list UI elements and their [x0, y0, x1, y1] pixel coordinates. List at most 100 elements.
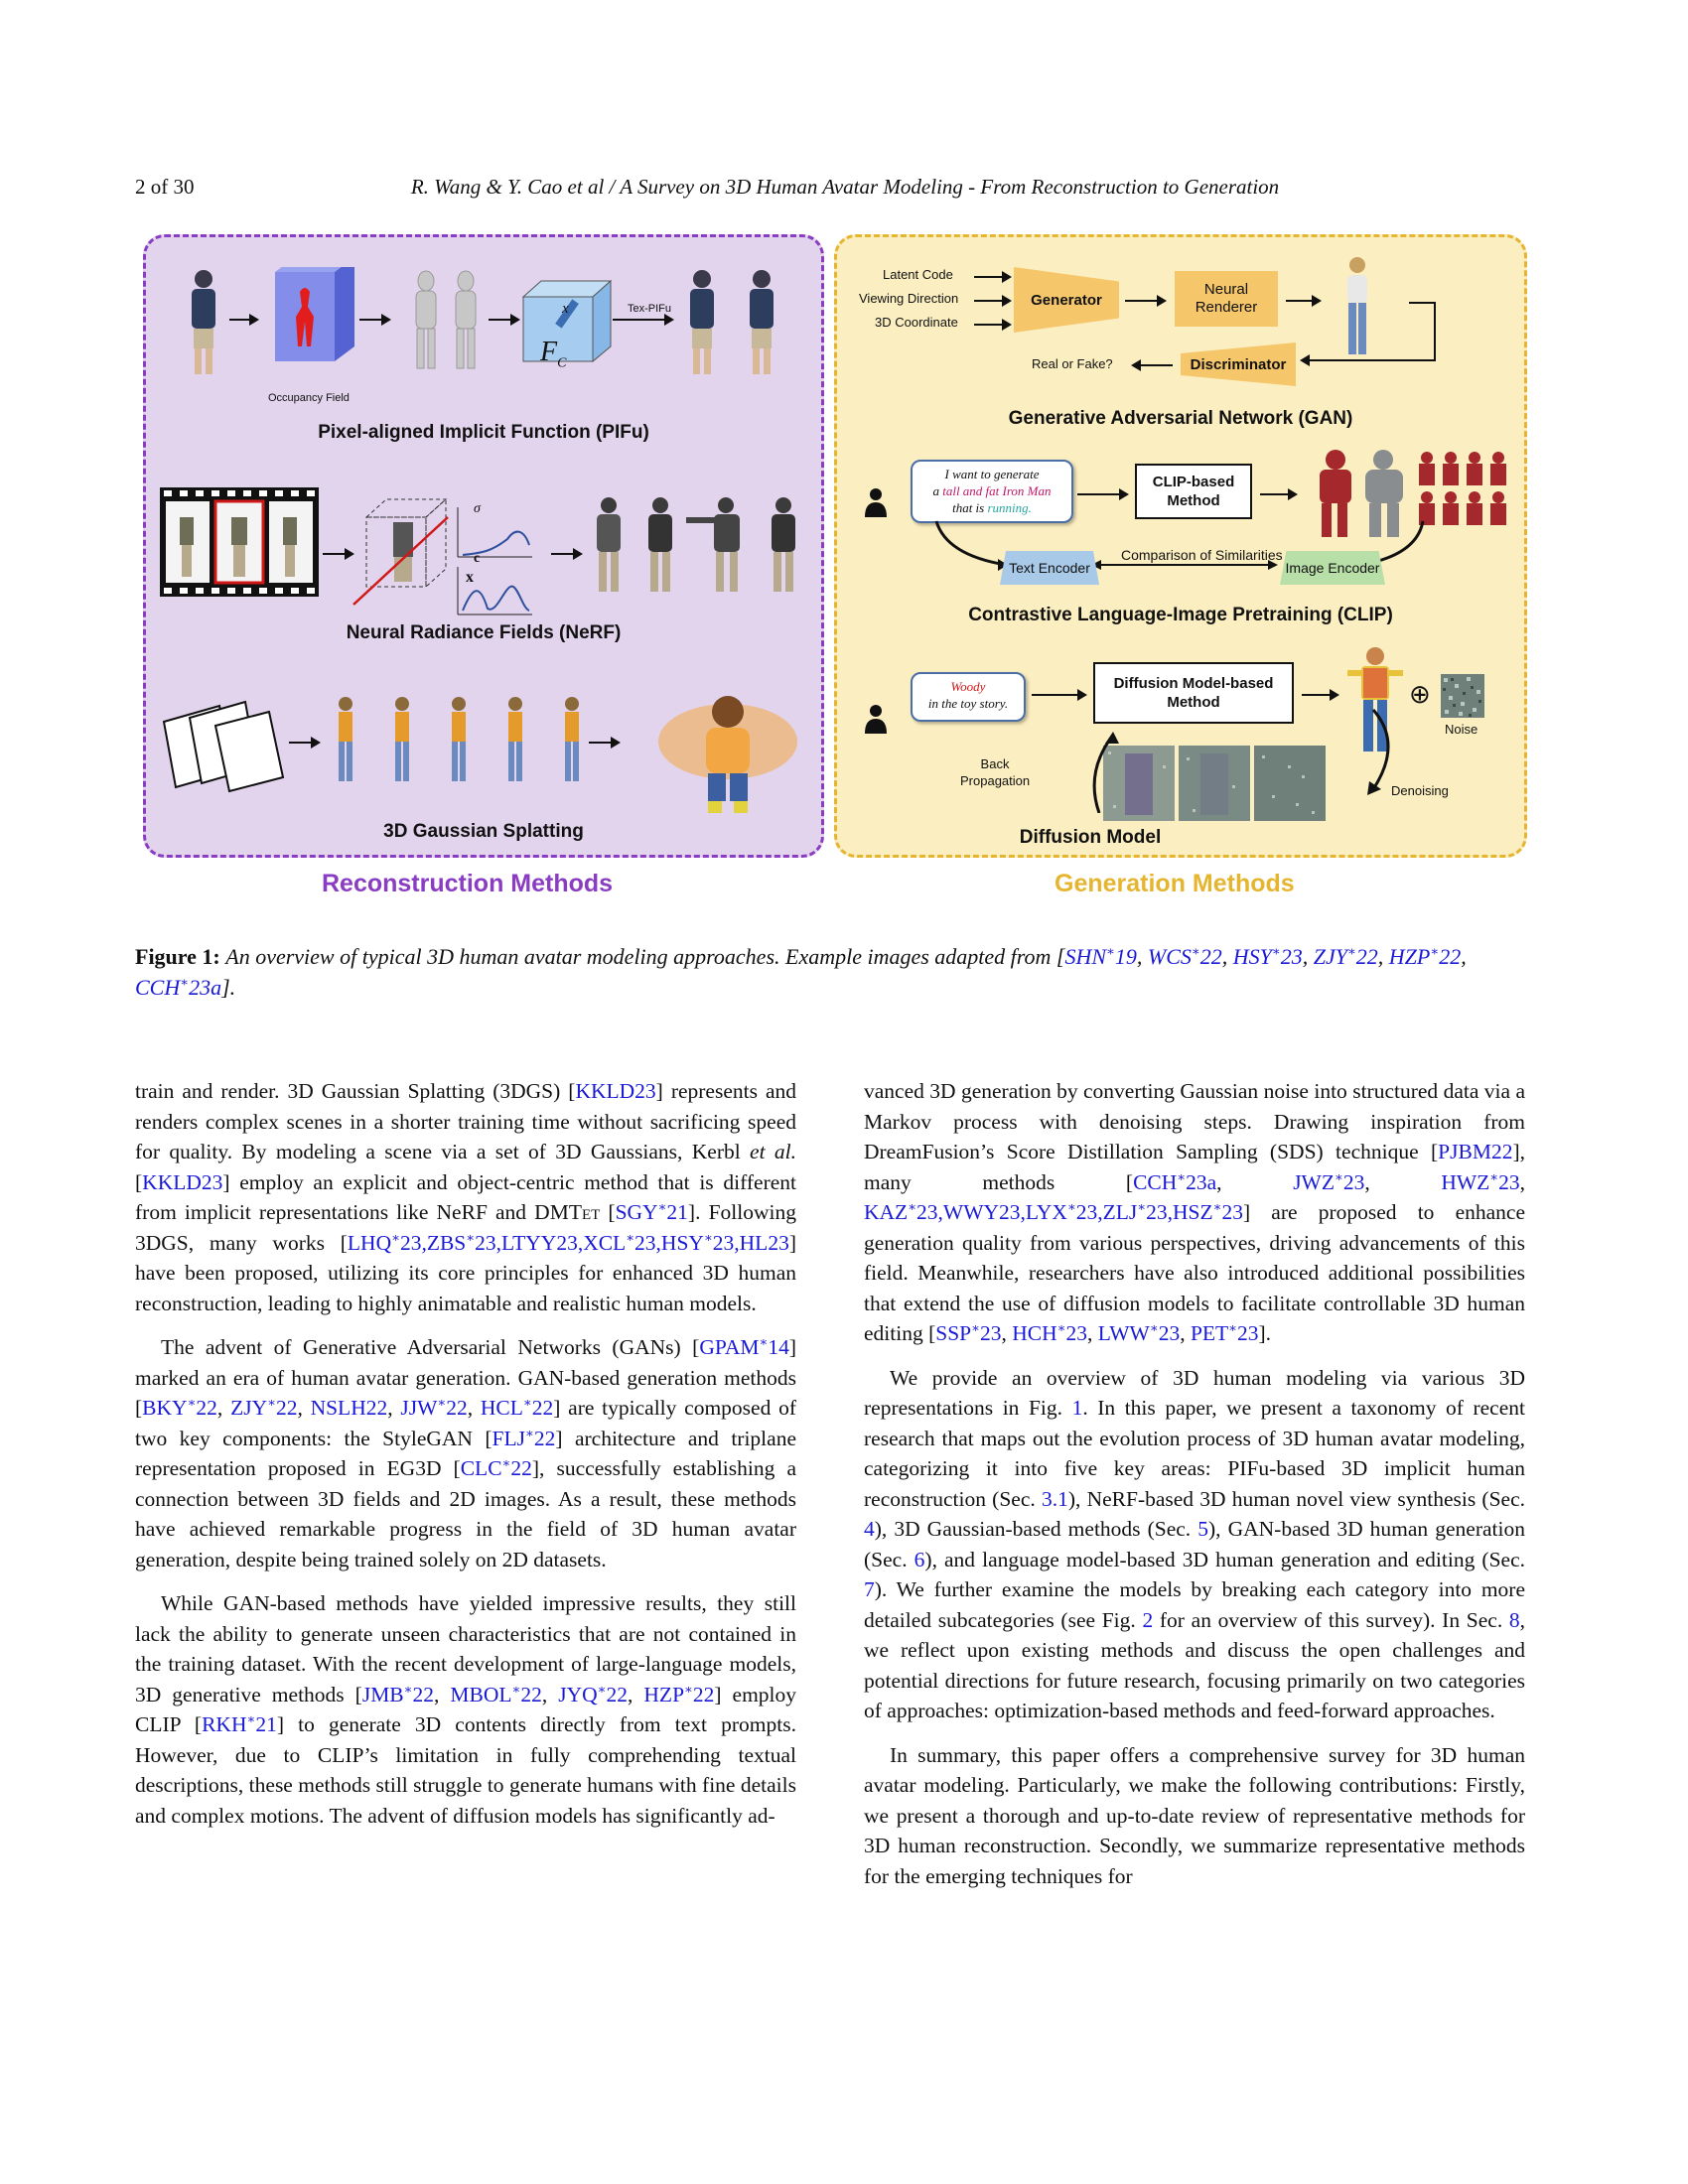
citation-link[interactable]: HZP∗22 — [1388, 943, 1462, 969]
arrow — [1260, 488, 1298, 500]
gan-output-person — [1347, 257, 1367, 354]
arrow — [1032, 689, 1087, 701]
text-encoder: Text Encoder — [1000, 551, 1099, 585]
occupancy-label: Occupancy Field — [268, 392, 350, 404]
citation-link[interactable]: KKLD23 — [575, 1079, 656, 1103]
citation-link[interactable]: CCH∗23a — [1133, 1168, 1217, 1194]
section-link[interactable]: 7 — [864, 1577, 875, 1601]
figure-caption: Figure 1: An overview of typical 3D huma… — [135, 943, 1467, 1000]
comparison-label: Comparison of Similarities — [1121, 547, 1283, 563]
denoising-label: Denoising — [1391, 783, 1449, 798]
citation-link[interactable]: SHN∗19 — [1064, 943, 1137, 969]
back-propagation-label: Back Propagation — [960, 756, 1031, 788]
noise-square — [1441, 674, 1484, 718]
figure-link[interactable]: 2 — [1142, 1607, 1154, 1632]
arrow — [613, 314, 674, 326]
pifu-illustration — [192, 267, 774, 374]
pifu-title: Pixel-aligned Implicit Function (PIFu) — [318, 422, 649, 443]
citation-link[interactable]: JYQ∗22 — [558, 1681, 629, 1706]
real-or-fake-label: Real or Fake? — [1032, 356, 1113, 371]
diffusion-prompt-bubble: Woody in the toy story. — [911, 672, 1026, 722]
noise-label: Noise — [1445, 722, 1478, 737]
arrow — [1302, 689, 1339, 701]
arrow — [974, 271, 1012, 283]
generation-label: Generation Methods — [1055, 870, 1295, 897]
right-column: vanced 3D generation by converting Gauss… — [864, 1076, 1525, 1905]
citation-link[interactable]: NSLH22 — [310, 1396, 388, 1420]
fc-label: FC — [540, 337, 567, 371]
left-column: train and render. 3D Gaussian Splatting … — [135, 1076, 796, 1844]
citation-link[interactable]: JWZ∗23 — [1293, 1168, 1365, 1194]
reconstruction-label: Reconstruction Methods — [322, 870, 614, 897]
citation-link[interactable]: SSP∗23 — [935, 1319, 1002, 1345]
section-link[interactable]: 4 — [864, 1517, 875, 1541]
citation-link[interactable]: WCS∗22 — [1147, 943, 1222, 969]
citation-link[interactable]: FLJ∗22 — [492, 1425, 556, 1450]
texpifu-label: Tex-PIFu — [628, 303, 672, 315]
neural-renderer-block: Neural Renderer — [1175, 271, 1278, 327]
oplus-symbol: ⊕ — [1409, 680, 1431, 710]
figure-1: Occupancy Field FC x Tex-PIFu Pixel-alig… — [143, 234, 1527, 897]
citation-link[interactable]: HCL∗22 — [480, 1394, 554, 1420]
image-encoder: Image Encoder — [1280, 551, 1385, 585]
3d-coordinate-label: 3D Coordinate — [875, 315, 958, 330]
citation-link[interactable]: ZJY∗22 — [230, 1394, 298, 1420]
arrow — [359, 314, 391, 326]
paragraph: The advent of Generative Adversarial Net… — [135, 1333, 797, 1571]
denoising-images — [1103, 746, 1326, 821]
diffusion-title: Diffusion Model — [1019, 827, 1162, 848]
user-icon — [865, 705, 887, 734]
latent-code-label: Latent Code — [883, 267, 953, 282]
citation-link[interactable]: HZP∗22 — [643, 1681, 715, 1706]
citation-link[interactable]: GPAM∗14 — [699, 1333, 789, 1359]
paragraph: train and render. 3D Gaussian Splatting … — [135, 1079, 797, 1315]
citation-link[interactable]: HWZ∗23 — [1441, 1168, 1520, 1194]
citation-link[interactable]: HCH∗23 — [1012, 1319, 1087, 1345]
gs-title: 3D Gaussian Splatting — [383, 821, 584, 842]
nerf-x: x — [466, 569, 474, 586]
running-title: R. Wang & Y. Cao et al / A Survey on 3D … — [410, 175, 1280, 199]
citation-link[interactable]: SGY∗21 — [615, 1198, 688, 1224]
gan-title: Generative Adversarial Network (GAN) — [1008, 408, 1353, 429]
arrow — [323, 548, 354, 560]
citation-link[interactable]: CLC∗22 — [460, 1454, 532, 1480]
citation-link[interactable]: LWW∗23 — [1097, 1319, 1181, 1345]
citation-link[interactable]: PJBM22 — [1438, 1140, 1513, 1163]
arrow — [1077, 488, 1129, 500]
section-link[interactable]: 5 — [1197, 1517, 1208, 1541]
section-link[interactable]: 6 — [914, 1547, 925, 1571]
clip-prompt-bubble: I want to generate a tall and fat Iron M… — [911, 460, 1073, 523]
citation-link[interactable]: KAZ∗23,WWY23,LYX∗23,ZLJ∗23,HSZ∗23 — [864, 1198, 1243, 1224]
citation-link[interactable]: HSY∗23 — [1232, 943, 1303, 969]
citation-link[interactable]: ZJY∗22 — [1313, 943, 1378, 969]
iron-man-results — [1320, 450, 1506, 537]
arrow — [551, 548, 583, 560]
nerf-c: c — [474, 551, 481, 566]
citation-link[interactable]: MBOL∗22 — [450, 1681, 542, 1706]
figure-link[interactable]: 1 — [1071, 1396, 1083, 1420]
arrow — [1125, 295, 1167, 307]
section-link[interactable]: 3.1 — [1041, 1486, 1068, 1511]
citation-link[interactable]: JMB∗22 — [361, 1681, 434, 1706]
diffusion-method-box: Diffusion Model-based Method — [1093, 662, 1294, 724]
paragraph: In summary, this paper offers a comprehe… — [864, 1742, 1525, 1888]
generator-block: Generator — [1014, 267, 1119, 333]
citation-link[interactable]: JJW∗22 — [400, 1394, 468, 1420]
citation-link[interactable]: BKY∗22 — [142, 1394, 217, 1420]
citation-link[interactable]: PET∗23 — [1190, 1319, 1259, 1345]
section-link[interactable]: 8 — [1508, 1607, 1520, 1632]
x-label: x — [562, 301, 569, 317]
arrow — [974, 295, 1012, 307]
citation-link[interactable]: KKLD23 — [142, 1169, 223, 1194]
arrow — [289, 737, 321, 749]
citation-link[interactable]: RKH∗21 — [202, 1710, 277, 1736]
arrow — [489, 314, 520, 326]
arrow — [974, 319, 1012, 331]
arrow — [229, 314, 259, 326]
generation-panel: Latent Code Viewing Direction 3D Coordin… — [834, 234, 1527, 858]
arrow — [1286, 295, 1322, 307]
citation-link[interactable]: CCH∗23a — [135, 974, 222, 1000]
page-number: 2 of 30 — [135, 175, 195, 199]
citation-link[interactable]: LHQ∗23,ZBS∗23,LTYY23,XCL∗23,HSY∗23,HL23 — [347, 1229, 789, 1255]
diffusion-curves — [1092, 709, 1390, 813]
